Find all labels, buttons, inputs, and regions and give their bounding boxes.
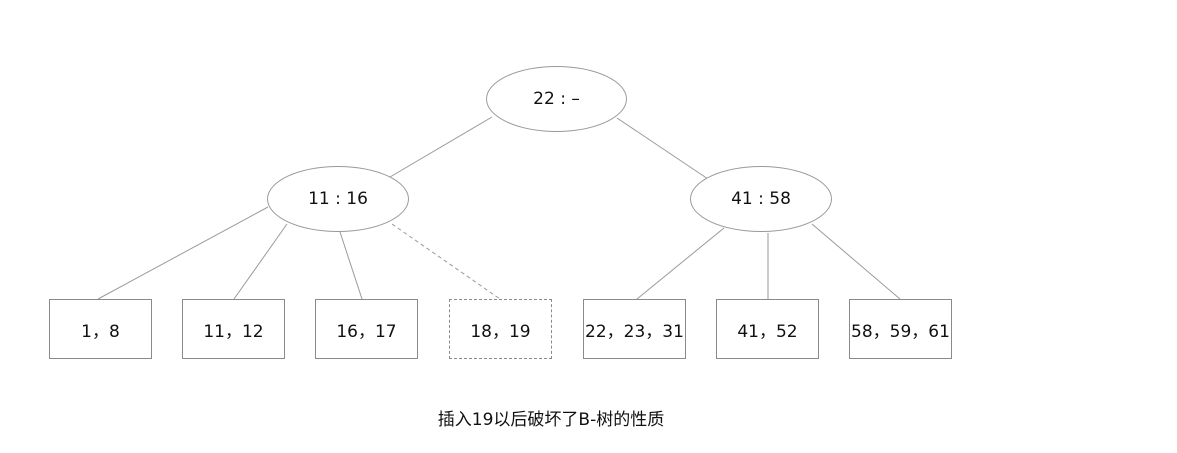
leaf-node-5-label: 22，23，31 [585, 321, 684, 342]
edge-left-leaf2 [233, 223, 288, 300]
leaf-node-4-label: 18，19 [470, 321, 531, 342]
internal-node-left-label: 11 : 16 [308, 189, 368, 209]
internal-node-left: 11 : 16 [267, 166, 409, 232]
leaf-node-3: 16，17 [315, 299, 418, 359]
root-node: 22 : – [486, 66, 627, 132]
leaf-node-4-overflow: 18，19 [449, 299, 552, 359]
leaf-node-6-label: 41，52 [737, 321, 798, 342]
diagram-caption: 插入19以后破坏了B-树的性质 [437, 410, 665, 430]
leaf-node-3-label: 16，17 [336, 321, 397, 342]
edge-root-right [616, 117, 709, 180]
edge-root-left [389, 116, 493, 178]
leaf-node-7: 58，59，61 [849, 299, 952, 359]
leaf-node-1: 1，8 [49, 299, 152, 359]
leaf-node-6: 41，52 [716, 299, 819, 359]
internal-node-right-label: 41 : 58 [731, 189, 791, 209]
root-node-label: 22 : – [533, 89, 580, 109]
leaf-node-2-label: 11，12 [203, 321, 264, 342]
leaf-node-1-label: 1，8 [81, 321, 120, 342]
leaf-node-2: 11，12 [182, 299, 285, 359]
edge-left-leaf3 [339, 231, 363, 300]
edge-right-leaf7 [811, 223, 901, 300]
edge-left-leaf4 [391, 223, 501, 300]
edge-right-leaf5 [636, 227, 725, 300]
edge-left-leaf1 [97, 206, 269, 300]
leaf-node-5: 22，23，31 [583, 299, 686, 359]
leaf-node-7-label: 58，59，61 [851, 321, 950, 342]
internal-node-right: 41 : 58 [690, 166, 832, 232]
